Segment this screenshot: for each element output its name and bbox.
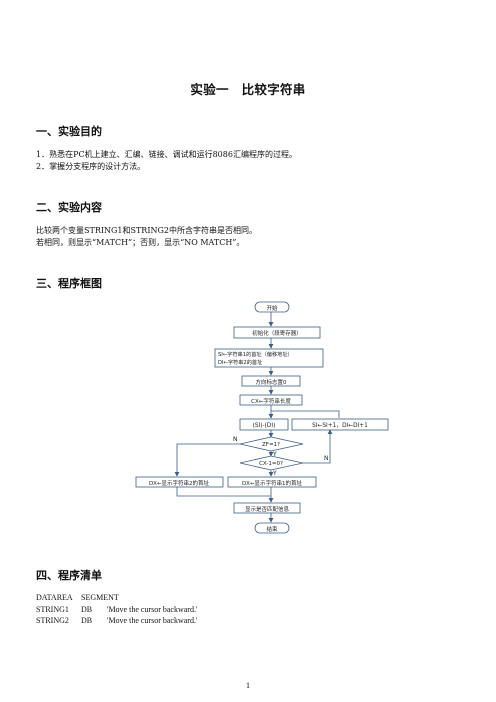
section-heading-content: 二、实验内容 bbox=[36, 201, 102, 214]
code-listing: DATAREA SEGMENT STRING1 DB 'Move the cur… bbox=[36, 592, 197, 627]
code-label: STRING1 bbox=[36, 604, 69, 614]
code-arg: 'Move the cursor backward.' bbox=[107, 616, 198, 625]
flow-dx-nomatch-label: DX←显示字符串2的首址 bbox=[149, 479, 210, 487]
code-op: DB bbox=[81, 604, 93, 614]
flow-dx-match-box bbox=[227, 476, 317, 488]
code-line: STRING1 DB 'Move the cursor backward.' bbox=[36, 604, 197, 616]
section-heading-purpose: 一、实验目的 bbox=[36, 125, 102, 138]
code-arg: 'Move the cursor backward.' bbox=[107, 604, 198, 614]
flow-dx-nomatch-box bbox=[135, 476, 224, 488]
flow-start-label: 开始 bbox=[266, 304, 278, 312]
flow-start-shape bbox=[254, 301, 290, 313]
flow-end-label: 结束 bbox=[266, 525, 278, 533]
flow-zf-decision bbox=[239, 436, 304, 452]
flow-pointer-box bbox=[214, 348, 324, 368]
flow-zf-no-label: N bbox=[233, 436, 238, 443]
purpose-text: 1．熟悉在PC机上建立、汇编、链接、调试和运行8086汇编程序的过程。 2．掌握… bbox=[36, 149, 297, 173]
flow-cx0-label: CX-1=0? bbox=[259, 461, 283, 467]
flow-pointer-label-2: DI←字符串2的首址 bbox=[218, 358, 262, 366]
flow-end-shape bbox=[254, 522, 290, 534]
flow-dx-match-label: DX←显示字符串1的首址 bbox=[242, 479, 303, 487]
code-label: DATAREA bbox=[36, 593, 73, 602]
flow-compare-box bbox=[239, 418, 289, 431]
code-label: STRING2 bbox=[36, 616, 69, 625]
flow-init-box bbox=[233, 326, 321, 339]
purpose-line-2: 2．掌握分支程序的设计方法。 bbox=[36, 162, 146, 171]
content-line-1: 比较两个变量STRING1和STRING2中所含字符串是否相同。 bbox=[36, 226, 257, 235]
flow-cx0-yes-label: Y bbox=[272, 470, 277, 477]
flow-increment-label: SI←SI+1，DI←DI+1 bbox=[312, 423, 368, 429]
flow-df-box bbox=[241, 375, 301, 387]
content-text: 比较两个变量STRING1和STRING2中所含字符串是否相同。 若相同，则显示… bbox=[36, 225, 257, 249]
flow-show-box bbox=[233, 502, 301, 514]
flow-increment-box bbox=[291, 418, 389, 431]
flow-cx0-decision bbox=[239, 455, 304, 471]
purpose-line-1: 1．熟悉在PC机上建立、汇编、链接、调试和运行8086汇编程序的过程。 bbox=[36, 150, 297, 159]
flow-zf-yes-label: Y bbox=[272, 451, 277, 458]
content-line-2: 若相同，则显示“MATCH”；否则，显示“NO MATCH”。 bbox=[36, 238, 245, 247]
section-heading-flowchart: 三、程序框图 bbox=[36, 277, 102, 290]
flow-cx-box bbox=[239, 394, 303, 406]
flow-cx-label: CX←字符串长度 bbox=[251, 397, 291, 405]
flow-pointer-label-1: SI←字符串1的首址（偏移地址） bbox=[218, 350, 293, 358]
code-line: STRING2 DB 'Move the cursor backward.' bbox=[36, 615, 197, 627]
document-title: 实验一 比较字符串 bbox=[190, 82, 306, 97]
flow-compare-label: (SI)-(DI) bbox=[253, 423, 276, 429]
flow-df-label: 方向标志置0 bbox=[256, 378, 288, 386]
flow-init-label: 初始化（段寄存器） bbox=[252, 329, 302, 337]
flow-cx0-no-label: N bbox=[324, 455, 329, 462]
section-heading-listing: 四、程序清单 bbox=[36, 569, 102, 582]
code-line: DATAREA SEGMENT bbox=[36, 592, 197, 604]
flow-zf-label: ZF=1? bbox=[262, 442, 280, 448]
code-op: SEGMENT bbox=[81, 593, 119, 602]
code-op: DB bbox=[81, 616, 93, 625]
page-number: 1 bbox=[246, 681, 250, 690]
flow-show-label: 显示是否匹配信息 bbox=[245, 505, 290, 513]
